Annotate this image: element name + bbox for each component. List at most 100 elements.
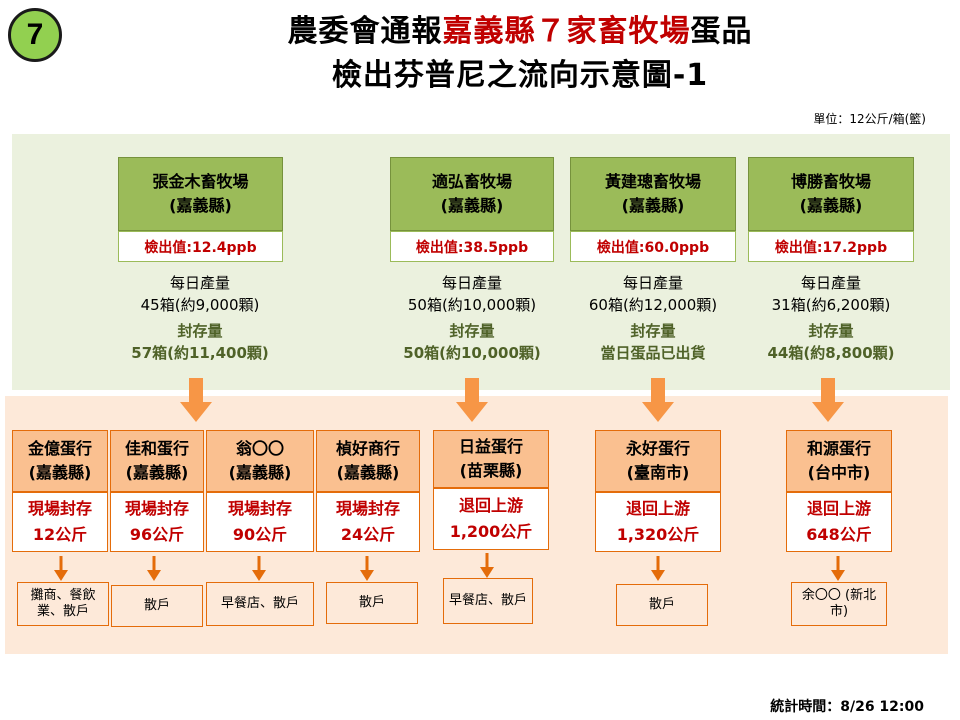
down-arrow-icon [812,378,844,422]
farm-box-huangjiancong: 黃建璁畜牧場 (嘉義縣) [570,157,736,231]
dealer-action: 退回上游 648公斤 [786,492,892,552]
down-arrow-icon [456,378,488,422]
dealer-name: 翁〇〇 [235,439,284,458]
production-label: 每日產量 [169,274,230,292]
detect-value: 檢出值:60.0ppb [570,231,736,262]
action-label: 現場封存 [335,499,400,518]
dealer-action: 現場封存 24公斤 [316,492,420,552]
title-prefix: 農委會通報 [287,14,443,49]
farm-county: (嘉義縣) [621,196,685,215]
unit-note: 單位：12公斤/箱(籃) [813,112,926,126]
title-highlight: 嘉義縣７家畜牧場 [442,14,691,49]
action-label: 退回上游 [458,496,523,515]
detect-value: 檢出值:38.5ppb [390,231,554,262]
destination-box: 早餐店、散戶 [443,578,533,624]
production-label: 每日產量 [441,274,502,292]
farm-box-bosheng: 博勝畜牧場 (嘉義縣) [748,157,914,231]
sealed-label: 封存量 [177,322,223,340]
sealed-value: 50箱(約10,000顆) [403,344,541,362]
farm-name: 張金木畜牧場 [152,172,249,191]
farm-county: (嘉義縣) [799,196,863,215]
action-label: 現場封存 [27,499,92,518]
down-arrow-icon [642,378,674,422]
production-value: 45箱(約9,000顆) [140,296,260,314]
dealer-box-zhenhao: 楨好商行 (嘉義縣) [316,430,420,492]
sealed-label: 封存量 [449,322,495,340]
destination-box: 散戶 [326,582,418,624]
detect-value: 檢出值:12.4ppb [118,231,283,262]
down-arrow-icon [478,553,496,579]
down-arrow-icon [649,556,667,582]
statistics-time: 統計時間：8/26 12:00 [770,699,924,715]
farm-stats: 每日產量 50箱(約10,000顆) 封存量 50箱(約10,000顆) [372,272,572,364]
destination-box: 散戶 [616,584,708,626]
title-line-1: 農委會通報嘉義縣７家畜牧場蛋品 [150,6,890,50]
farm-name: 黃建璁畜牧場 [604,172,701,191]
down-arrow-icon [829,556,847,582]
action-label: 現場封存 [124,499,189,518]
down-arrow-icon [145,556,163,582]
action-amount: 90公斤 [232,525,288,544]
farm-stats: 每日產量 45箱(約9,000顆) 封存量 57箱(約11,400顆) [100,272,300,364]
sealed-value: 57箱(約11,400顆) [131,344,269,362]
dealer-county: (臺南市) [626,463,690,482]
action-amount: 96公斤 [129,525,185,544]
dealer-action: 現場封存 12公斤 [12,492,108,552]
destination-box: 余〇〇 (新北市) [791,582,887,626]
destination-box: 散戶 [111,585,203,627]
sealed-label: 封存量 [808,322,854,340]
production-label: 每日產量 [800,274,861,292]
action-label: 退回上游 [625,499,690,518]
title-line-2: 檢出芬普尼之流向示意圖-1 [331,58,709,93]
down-arrow-icon [250,556,268,582]
action-amount: 1,320公斤 [616,525,700,544]
action-label: 現場封存 [227,499,292,518]
dealer-county: (嘉義縣) [228,463,292,482]
dealer-name: 永好蛋行 [625,439,690,458]
detect-value: 檢出值:17.2ppb [748,231,914,262]
dealer-box-jinyi: 金億蛋行 (嘉義縣) [12,430,108,492]
dealer-name: 日益蛋行 [458,437,523,456]
dealer-action: 退回上游 1,320公斤 [595,492,721,552]
destination-box: 早餐店、散戶 [206,582,314,626]
dealer-county: (嘉義縣) [28,463,92,482]
farm-box-shihong: 適弘畜牧場 (嘉義縣) [390,157,554,231]
farm-stats: 每日產量 31箱(約6,200顆) 封存量 44箱(約8,800顆) [731,272,931,364]
farm-county: (嘉義縣) [169,196,232,215]
dealer-county: (嘉義縣) [336,463,400,482]
dealer-box-heyuan: 和源蛋行 (台中市) [786,430,892,492]
farm-stats: 每日產量 60箱(約12,000顆) 封存量 當日蛋品已出貨 [553,272,753,364]
down-arrow-icon [358,556,376,582]
dealer-action: 現場封存 96公斤 [110,492,204,552]
dealer-box-riyi: 日益蛋行 (苗栗縣) [433,430,549,488]
farm-county: (嘉義縣) [440,196,504,215]
farm-name: 博勝畜牧場 [790,172,871,191]
action-amount: 1,200公斤 [449,522,533,541]
dealer-box-weng: 翁〇〇 (嘉義縣) [206,430,314,492]
action-amount: 12公斤 [32,525,88,544]
dealer-box-yonghao: 永好蛋行 (臺南市) [595,430,721,492]
slide-number-badge: 7 [8,8,62,62]
destination-box: 攤商、餐飲業、散戶 [17,582,109,626]
sealed-label: 封存量 [630,322,676,340]
down-arrow-icon [52,556,70,582]
dealer-action: 退回上游 1,200公斤 [433,488,549,550]
farm-box-zhangjinmu: 張金木畜牧場 (嘉義縣) [118,157,283,231]
dealer-name: 金億蛋行 [27,439,92,458]
production-value: 50箱(約10,000顆) [407,296,537,314]
dealer-name: 楨好商行 [335,439,400,458]
production-value: 31箱(約6,200顆) [771,296,891,314]
dealer-county: (苗栗縣) [459,461,523,480]
action-label: 退回上游 [806,499,871,518]
farm-name: 適弘畜牧場 [431,172,512,191]
dealer-box-jiahe: 佳和蛋行 (嘉義縣) [110,430,204,492]
down-arrow-icon [180,378,212,422]
action-amount: 24公斤 [340,525,396,544]
production-label: 每日產量 [622,274,683,292]
action-amount: 648公斤 [806,525,872,544]
production-value: 60箱(約12,000顆) [588,296,718,314]
dealer-county: (嘉義縣) [125,463,189,482]
dealer-action: 現場封存 90公斤 [206,492,314,552]
sealed-value: 當日蛋品已出貨 [600,344,706,362]
sealed-value: 44箱(約8,800顆) [767,344,895,362]
